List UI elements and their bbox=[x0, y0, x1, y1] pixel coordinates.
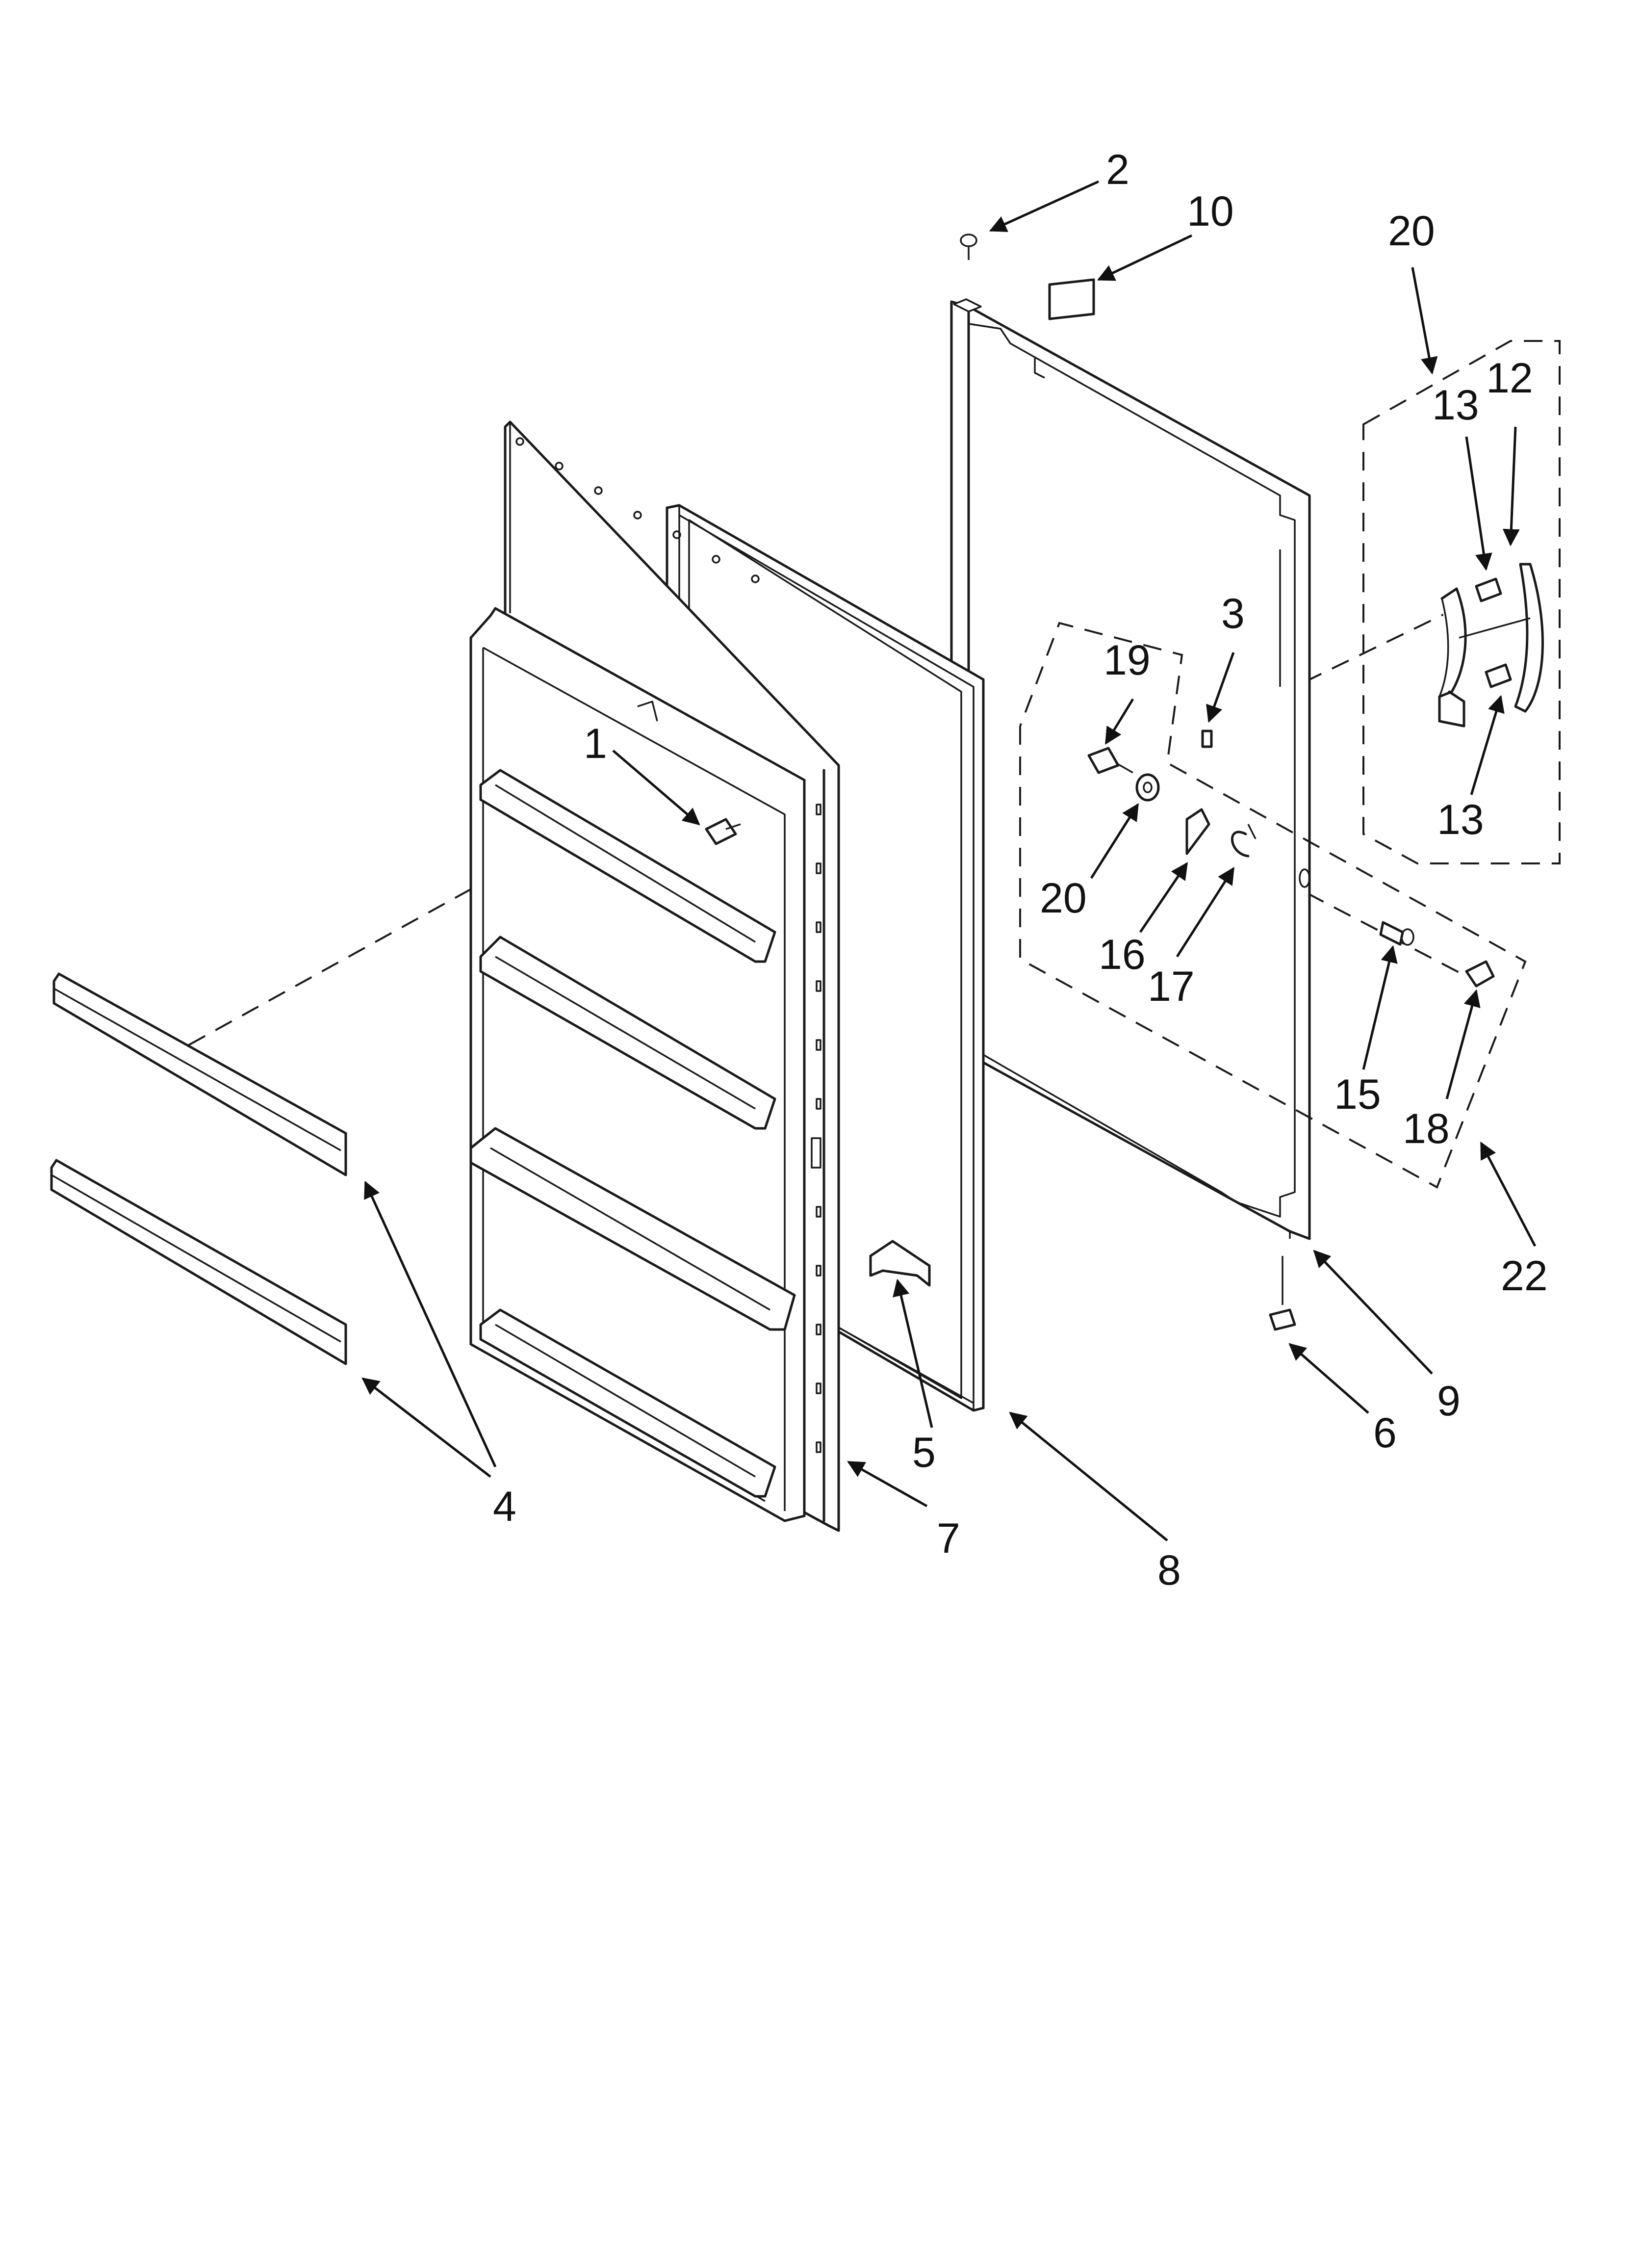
callout-5: 5 bbox=[912, 1429, 936, 1476]
door-clip bbox=[869, 1240, 931, 1287]
leader-arrows bbox=[361, 180, 1537, 1541]
outer-door-panel bbox=[950, 298, 1311, 1240]
hinge-kit-group-21 bbox=[1362, 340, 1561, 864]
bracket-part-3 bbox=[1201, 730, 1213, 748]
callout-2: 2 bbox=[1106, 146, 1129, 193]
callout-7: 7 bbox=[937, 1515, 960, 1562]
hinge-screws-part-13 bbox=[1475, 577, 1512, 688]
bushing-part-15 bbox=[1379, 921, 1414, 946]
label-part-10 bbox=[1048, 278, 1095, 320]
callout-22: 22 bbox=[1501, 1252, 1548, 1300]
hinge-bracket-part-12 bbox=[1438, 563, 1544, 728]
callout-labels: 2 10 20 12 13 13 3 19 1 20 16 17 15 18 2… bbox=[493, 146, 1548, 1594]
nut-part-6 bbox=[1269, 1256, 1296, 1331]
callout-1: 1 bbox=[584, 720, 607, 767]
inner-door-liner bbox=[469, 420, 840, 1532]
callout-13-bottom: 13 bbox=[1437, 796, 1484, 843]
stop-part-17 bbox=[1231, 824, 1257, 858]
shelf-bars bbox=[50, 972, 347, 1365]
callout-20: 20 bbox=[1040, 875, 1087, 922]
callout-18: 18 bbox=[1403, 1105, 1450, 1152]
stop-part-16 bbox=[1185, 808, 1210, 855]
screw-part-1 bbox=[705, 818, 741, 845]
callout-6: 6 bbox=[1373, 1409, 1397, 1457]
screw-part-2 bbox=[960, 234, 977, 260]
callout-17: 17 bbox=[1148, 963, 1195, 1010]
callout-3: 3 bbox=[1221, 590, 1245, 637]
callout-8: 8 bbox=[1157, 1547, 1181, 1594]
callout-19: 19 bbox=[1103, 637, 1151, 684]
washer-part-20 bbox=[1135, 773, 1160, 802]
callout-12: 12 bbox=[1486, 355, 1533, 402]
callout-10: 10 bbox=[1187, 188, 1234, 235]
callout-21: 20 bbox=[1388, 208, 1435, 255]
callout-13-top: 13 bbox=[1432, 382, 1479, 429]
callout-15: 15 bbox=[1334, 1071, 1381, 1118]
callout-4: 4 bbox=[493, 1483, 516, 1530]
pin-part-18 bbox=[1465, 960, 1495, 988]
callout-9: 9 bbox=[1437, 1378, 1461, 1425]
callout-16: 16 bbox=[1099, 931, 1146, 978]
screw-part-19 bbox=[1087, 747, 1133, 774]
door-stop-kit-group-22 bbox=[1019, 622, 1527, 1189]
